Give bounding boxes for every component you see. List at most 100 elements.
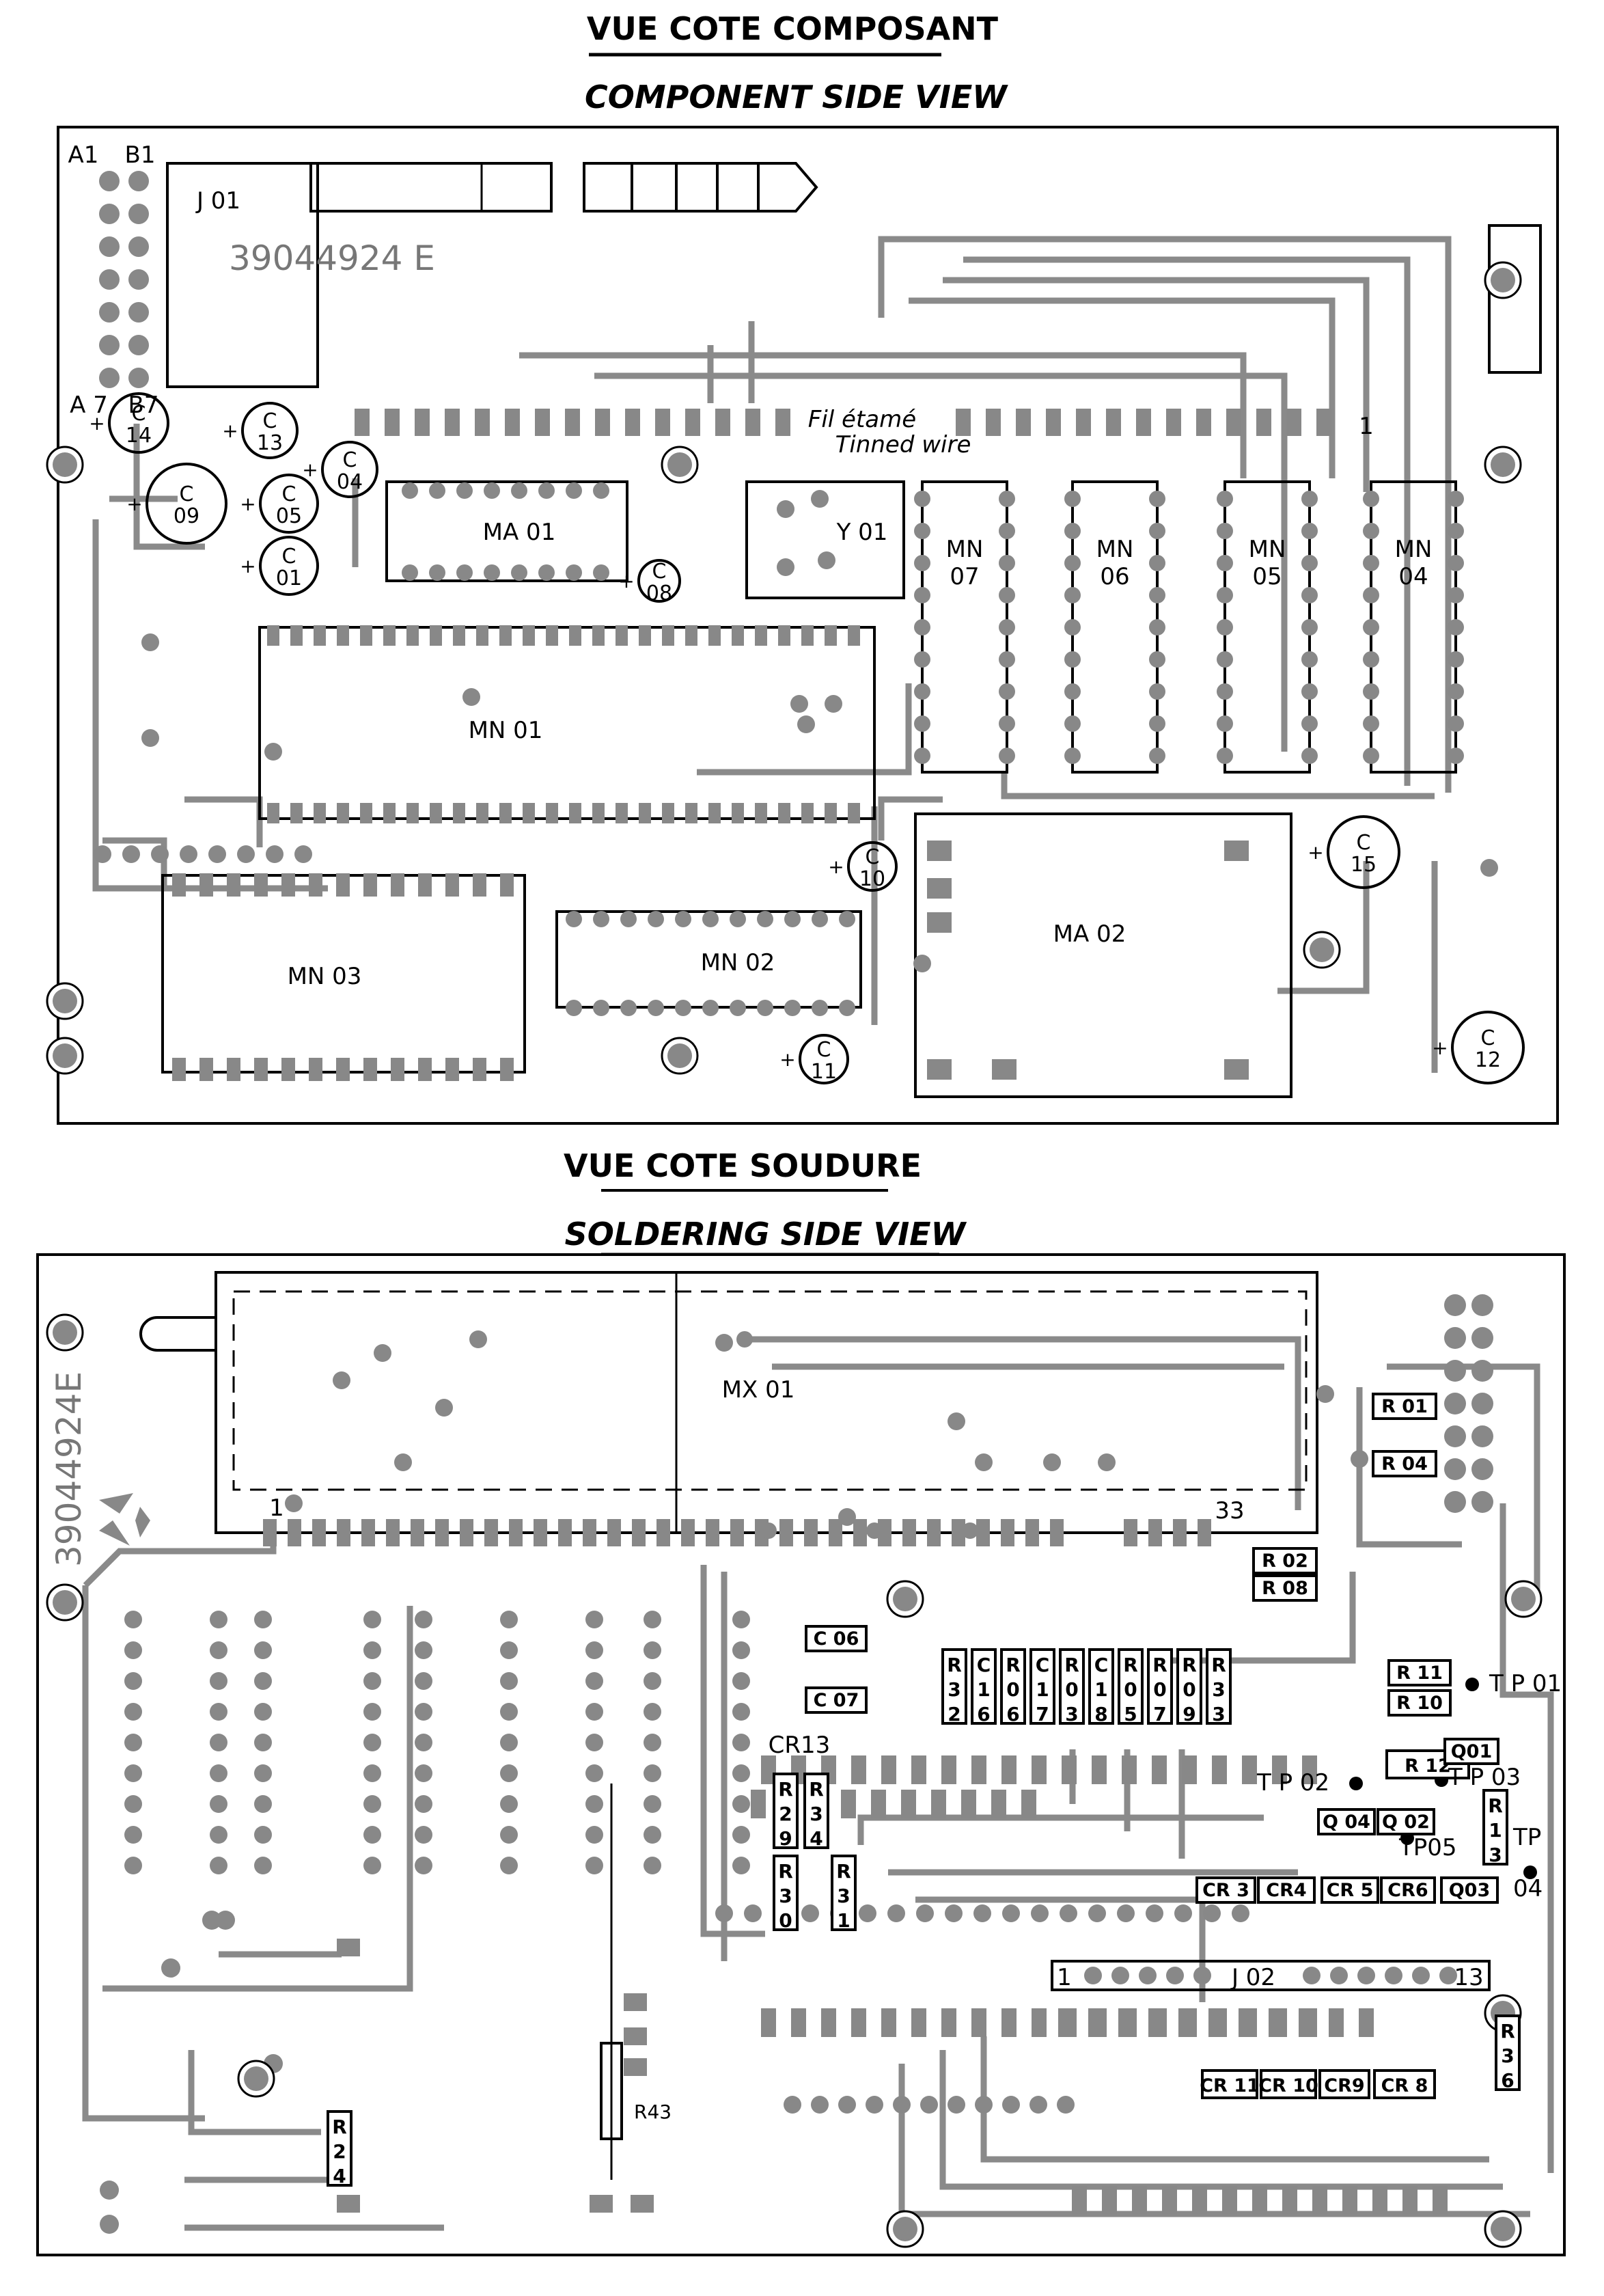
r04-label: R 04: [1381, 1453, 1428, 1475]
capacitor-number: 08: [646, 582, 672, 605]
mn02-pin: [675, 911, 691, 927]
via-pad: [208, 845, 226, 863]
ma02-pad: [927, 840, 952, 861]
mounting-hole-pad: [667, 452, 692, 477]
mn02-pin: [784, 911, 801, 927]
c07-label: C 07: [814, 1690, 859, 1711]
mx01-pin: [558, 1519, 572, 1546]
cr8-label: CR 8: [1381, 2075, 1428, 2096]
r11-part: R 11: [1387, 1659, 1452, 1686]
edge-pad: [355, 409, 370, 436]
r10-label: R 10: [1396, 1693, 1443, 1714]
mn01-pin: [546, 803, 558, 823]
grid-pad: [500, 1734, 518, 1751]
mounting-hole-pad: [53, 1320, 77, 1345]
capacitor-prefix: C: [282, 482, 296, 506]
via-pad: [859, 1904, 876, 1922]
ic-pad: [1212, 1755, 1227, 1784]
mx01-pin: [656, 1519, 670, 1546]
edge-pad: [1196, 409, 1211, 436]
r02-body: [1252, 1547, 1318, 1574]
grid-pad: [500, 1826, 518, 1844]
mn06-label: MN: [1096, 536, 1134, 563]
mn02-pin: [620, 1000, 637, 1016]
mn03-pin: [281, 873, 295, 897]
mx01-pin: [706, 1519, 719, 1546]
c16-body: [971, 1648, 997, 1725]
connector-pin: [99, 204, 120, 224]
cr5-label: CR 5: [1327, 1880, 1374, 1901]
r34-body: [803, 1773, 829, 1849]
grid-pad: [415, 1826, 432, 1844]
dip-pin: [1363, 619, 1379, 636]
edge-pad: [1256, 409, 1271, 436]
edge-pad: [625, 409, 640, 436]
r32-label: R32: [943, 1654, 966, 1727]
mn03-label: MN 03: [288, 963, 362, 990]
via-pad: [866, 2096, 883, 2114]
grid-pad: [644, 1611, 661, 1628]
part-r06: R06: [1000, 1648, 1026, 1727]
c17-body: [1029, 1648, 1055, 1725]
polarity-mark: +: [618, 570, 634, 592]
edge-pad: [505, 409, 520, 436]
ic-pad: [961, 1790, 976, 1818]
capacitor-c01: C01+: [240, 536, 319, 596]
cr5-part: CR 5: [1320, 1876, 1379, 1904]
mx01-pin: [288, 1519, 301, 1546]
grid-pad: [254, 1734, 272, 1751]
connector-pin: [128, 269, 149, 290]
dip-pin: [1448, 523, 1464, 539]
mn01-pin: [267, 625, 279, 646]
grid-pad: [124, 1703, 142, 1721]
grid-pad: [644, 1734, 661, 1751]
part-number-bottom: 39044924E: [49, 1371, 89, 1567]
mn03-pin: [363, 1058, 377, 1081]
mx01-pin: [1050, 1519, 1064, 1546]
top-pads-and-holes: [46, 171, 1522, 1081]
pin-label-a1: A1: [68, 141, 99, 169]
r04-body: [1372, 1450, 1437, 1477]
grid-pad: [732, 1795, 750, 1813]
manufacturer-logo: [99, 1493, 150, 1546]
dip-pin: [1301, 491, 1318, 507]
j02-pad: [1269, 2008, 1284, 2037]
dip-pin: [999, 683, 1015, 700]
ma02-pad: [927, 912, 952, 933]
grid-pad: [254, 1826, 272, 1844]
via-pad: [266, 845, 284, 863]
grid-pad: [124, 1857, 142, 1874]
edge-pad: [385, 409, 400, 436]
via-pad: [151, 845, 169, 863]
via-pad: [462, 688, 480, 706]
mn03-pin: [500, 1058, 514, 1081]
tp04-number: 04: [1513, 1875, 1543, 1902]
top-board-outline: [57, 126, 1559, 1125]
via-pad: [962, 1522, 978, 1539]
cr6-body: [1380, 1876, 1436, 1904]
mn01-pin: [616, 625, 628, 646]
dip-pin: [1217, 555, 1233, 571]
edge-pad: [1136, 409, 1151, 436]
edge-pad: [1046, 409, 1061, 436]
grid-pad: [124, 1734, 142, 1751]
r09-label: R09: [1178, 1654, 1201, 1727]
grid-pad: [415, 1611, 432, 1628]
capacitor-c13: C13+: [222, 402, 299, 459]
mn03-pin: [500, 873, 514, 897]
dip-pin: [1448, 491, 1464, 507]
j02-pad: [1088, 2008, 1103, 2037]
ma02-pad: [927, 1059, 952, 1080]
test-lead-pad: [1043, 1453, 1061, 1471]
grid-pad: [732, 1734, 750, 1751]
part-r30: R30: [773, 1855, 799, 1934]
mx01-pin: [1173, 1519, 1187, 1546]
mx01-pin: [337, 1519, 350, 1546]
j02-outline: [1051, 1960, 1491, 1991]
mn05-label: MN: [1249, 536, 1286, 563]
ic-pad: [1021, 1790, 1036, 1818]
grid-pad: [363, 1734, 381, 1751]
mn03-pin: [172, 1058, 186, 1081]
capacitor-prefix: C: [343, 448, 357, 472]
edge-pad: [745, 409, 760, 436]
